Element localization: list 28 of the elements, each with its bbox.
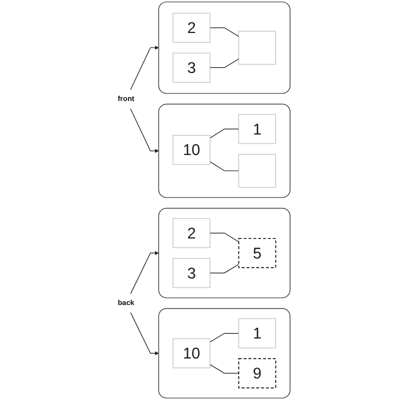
arrow	[130, 46, 159, 90]
node-box: 10	[172, 135, 210, 165]
node-box	[238, 30, 276, 64]
connector	[210, 364, 240, 374]
node-box: 3	[172, 52, 210, 82]
connector	[210, 161, 240, 172]
node-box	[238, 154, 276, 188]
cluster	[158, 2, 290, 94]
node-box: 2	[172, 12, 210, 43]
cluster	[158, 208, 290, 298]
arrow	[130, 312, 159, 356]
connector	[210, 58, 240, 68]
node-box: 5	[238, 238, 276, 268]
cluster	[158, 308, 290, 398]
node-box: 1	[238, 114, 276, 144]
connector	[210, 332, 240, 342]
connector	[210, 232, 240, 242]
connector	[210, 27, 240, 37]
node-box: 3	[172, 258, 210, 288]
connector	[210, 264, 240, 274]
node-box: 10	[172, 338, 210, 368]
node-box: 1	[238, 318, 276, 348]
arrow	[130, 250, 159, 294]
connector	[210, 128, 240, 138]
node-box: 9	[238, 358, 276, 388]
cluster	[158, 104, 290, 198]
node-box: 2	[172, 218, 210, 248]
arrow	[130, 108, 159, 153]
